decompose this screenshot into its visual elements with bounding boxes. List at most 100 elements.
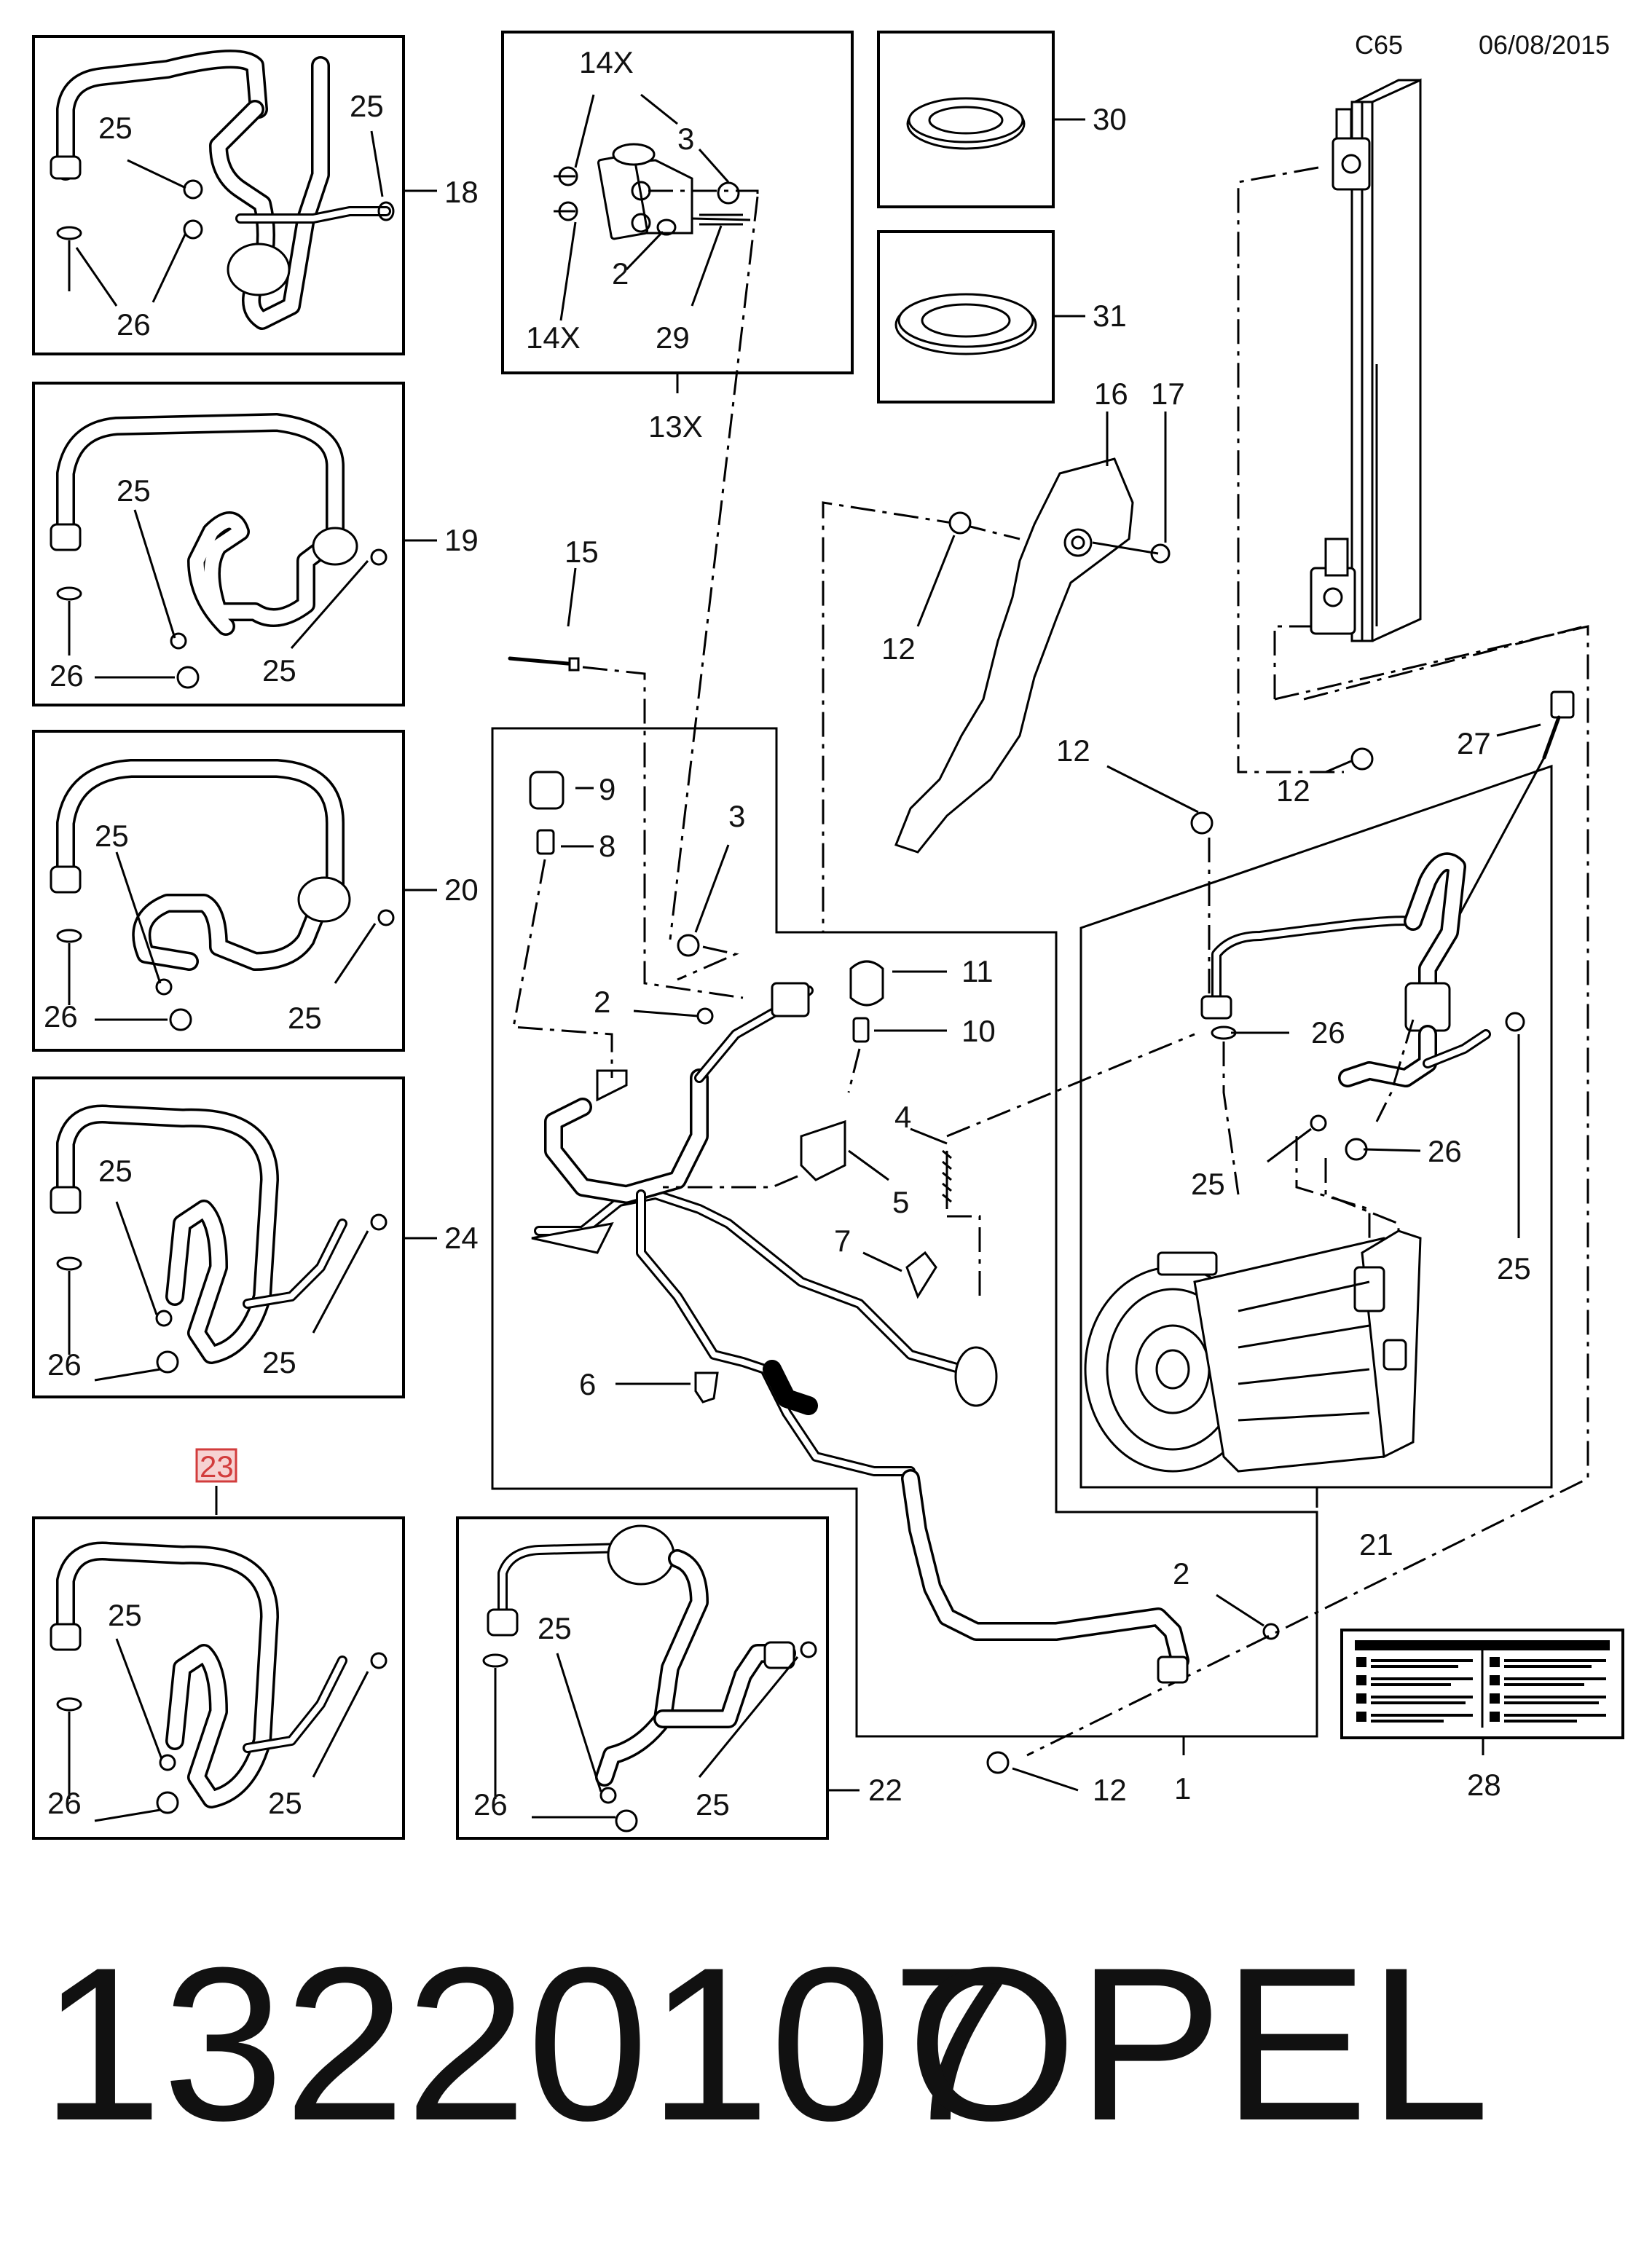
valve-line [847, 1048, 861, 1093]
callout-25: 25 [696, 1787, 730, 1822]
callout-25: 25 [1497, 1251, 1531, 1286]
bracket-line [961, 523, 1020, 540]
highlight-23[interactable] [195, 1448, 237, 1483]
expansion-valve-line [669, 196, 759, 940]
callout-10: 10 [961, 1014, 996, 1048]
hose-assembly-20[interactable] [32, 730, 437, 1052]
callout-25: 25 [117, 473, 151, 508]
callout-2: 2 [612, 256, 629, 291]
callout-3: 3 [677, 122, 694, 156]
callout-26: 26 [44, 999, 78, 1034]
callout-26: 26 [50, 658, 84, 693]
warning-label-28[interactable] [1340, 1629, 1624, 1755]
bolt-27[interactable] [1542, 690, 1575, 760]
callout-26: 26 [473, 1787, 508, 1822]
callout-5: 5 [892, 1185, 909, 1219]
callout-21: 21 [1359, 1527, 1393, 1562]
callout-15: 15 [565, 535, 599, 569]
callout-12: 12 [1056, 733, 1090, 768]
nut-12[interactable] [1350, 747, 1374, 771]
callout-26: 26 [1428, 1134, 1462, 1168]
callout-3: 3 [728, 799, 745, 833]
hose-assembly-19[interactable] [32, 382, 437, 706]
cap-11[interactable] [849, 960, 884, 1007]
o-ring-2[interactable] [1262, 1623, 1280, 1640]
clip-line [947, 1215, 981, 1296]
callout-11: 11 [961, 954, 994, 988]
callout-25: 25 [350, 89, 384, 123]
clip-line [946, 1033, 1195, 1138]
cap-9[interactable] [529, 771, 565, 810]
callout-18: 18 [444, 175, 479, 209]
seal-washer-31[interactable] [877, 230, 1085, 403]
hose-assembly-18[interactable] [32, 35, 437, 355]
condenser-outline-dashed [1273, 625, 1311, 699]
callout-2: 2 [1173, 1556, 1189, 1591]
seal-washer-30[interactable] [877, 31, 1085, 208]
callout-29: 29 [656, 320, 690, 355]
callout-1: 1 [1174, 1771, 1191, 1806]
callout-19: 19 [444, 523, 479, 557]
callout-25: 25 [98, 111, 133, 145]
callout-12: 12 [1093, 1773, 1127, 1807]
nut-12[interactable] [986, 1751, 1010, 1774]
callout-30: 30 [1093, 102, 1127, 136]
callout-23: 23 [200, 1449, 234, 1484]
sensor-5[interactable] [800, 1119, 846, 1181]
o-ring-2[interactable] [696, 1007, 714, 1025]
callout-16: 16 [1094, 377, 1128, 411]
spring-clip-4[interactable] [942, 1149, 952, 1209]
o-ring-3[interactable] [677, 934, 700, 957]
expansion-valve-13x[interactable] [501, 31, 854, 393]
diagram-date: 06/08/2015 [1479, 30, 1610, 60]
stud-15[interactable] [508, 656, 580, 672]
nut-12[interactable] [1190, 811, 1214, 835]
condenser-outline-dashed [1237, 166, 1344, 773]
valve-10[interactable] [852, 1017, 870, 1043]
callout-26: 26 [47, 1786, 82, 1820]
callout-26: 26 [117, 307, 151, 342]
callout-9: 9 [599, 772, 615, 806]
callout-2: 2 [594, 985, 610, 1019]
valve-8[interactable] [536, 829, 555, 855]
brand-name: OPEL [907, 1921, 1490, 2166]
callout-17: 17 [1151, 377, 1185, 411]
callout-27: 27 [1457, 726, 1491, 760]
callout-24: 24 [444, 1221, 479, 1255]
callout-4: 4 [894, 1100, 911, 1134]
callout-28: 28 [1467, 1768, 1501, 1802]
callout-25: 25 [288, 1001, 322, 1035]
diagram-code: C65 [1355, 30, 1403, 60]
callout-20: 20 [444, 873, 479, 907]
callout-25: 25 [95, 819, 129, 853]
callout-8: 8 [599, 829, 615, 863]
callout-31: 31 [1093, 299, 1127, 333]
compressor-assembly-21[interactable] [1079, 764, 1553, 1508]
clip-7[interactable] [905, 1251, 937, 1299]
main-refrigerant-line-1[interactable] [491, 727, 1318, 1738]
nut-12[interactable] [948, 511, 972, 535]
hose-assembly-22[interactable] [456, 1516, 860, 1840]
sensor-line [663, 1175, 798, 1189]
condenser-outline-dashed [1303, 625, 1585, 701]
callout-22: 22 [868, 1773, 902, 1807]
callout-25: 25 [1191, 1167, 1225, 1201]
bracket-line [822, 501, 962, 932]
hose-assembly-24[interactable] [32, 1076, 437, 1398]
callout-26: 26 [47, 1347, 82, 1382]
part-number: 13220107 [41, 1921, 1013, 2166]
valve-line [512, 859, 613, 1078]
callout-6: 6 [579, 1367, 596, 1401]
callout-13x: 13X [648, 409, 703, 444]
callout-25: 25 [108, 1598, 142, 1632]
clip-6[interactable] [694, 1371, 719, 1404]
bracket-16[interactable] [894, 457, 1171, 854]
condenser-outline-dashed [1026, 625, 1589, 1757]
o-ring-line [677, 945, 739, 981]
callout-26: 26 [1311, 1015, 1345, 1050]
callout-7: 7 [834, 1224, 851, 1258]
callout-14x: 14X [579, 45, 634, 79]
callout-25: 25 [268, 1786, 302, 1820]
hose-assembly-23[interactable] [32, 1516, 405, 1840]
